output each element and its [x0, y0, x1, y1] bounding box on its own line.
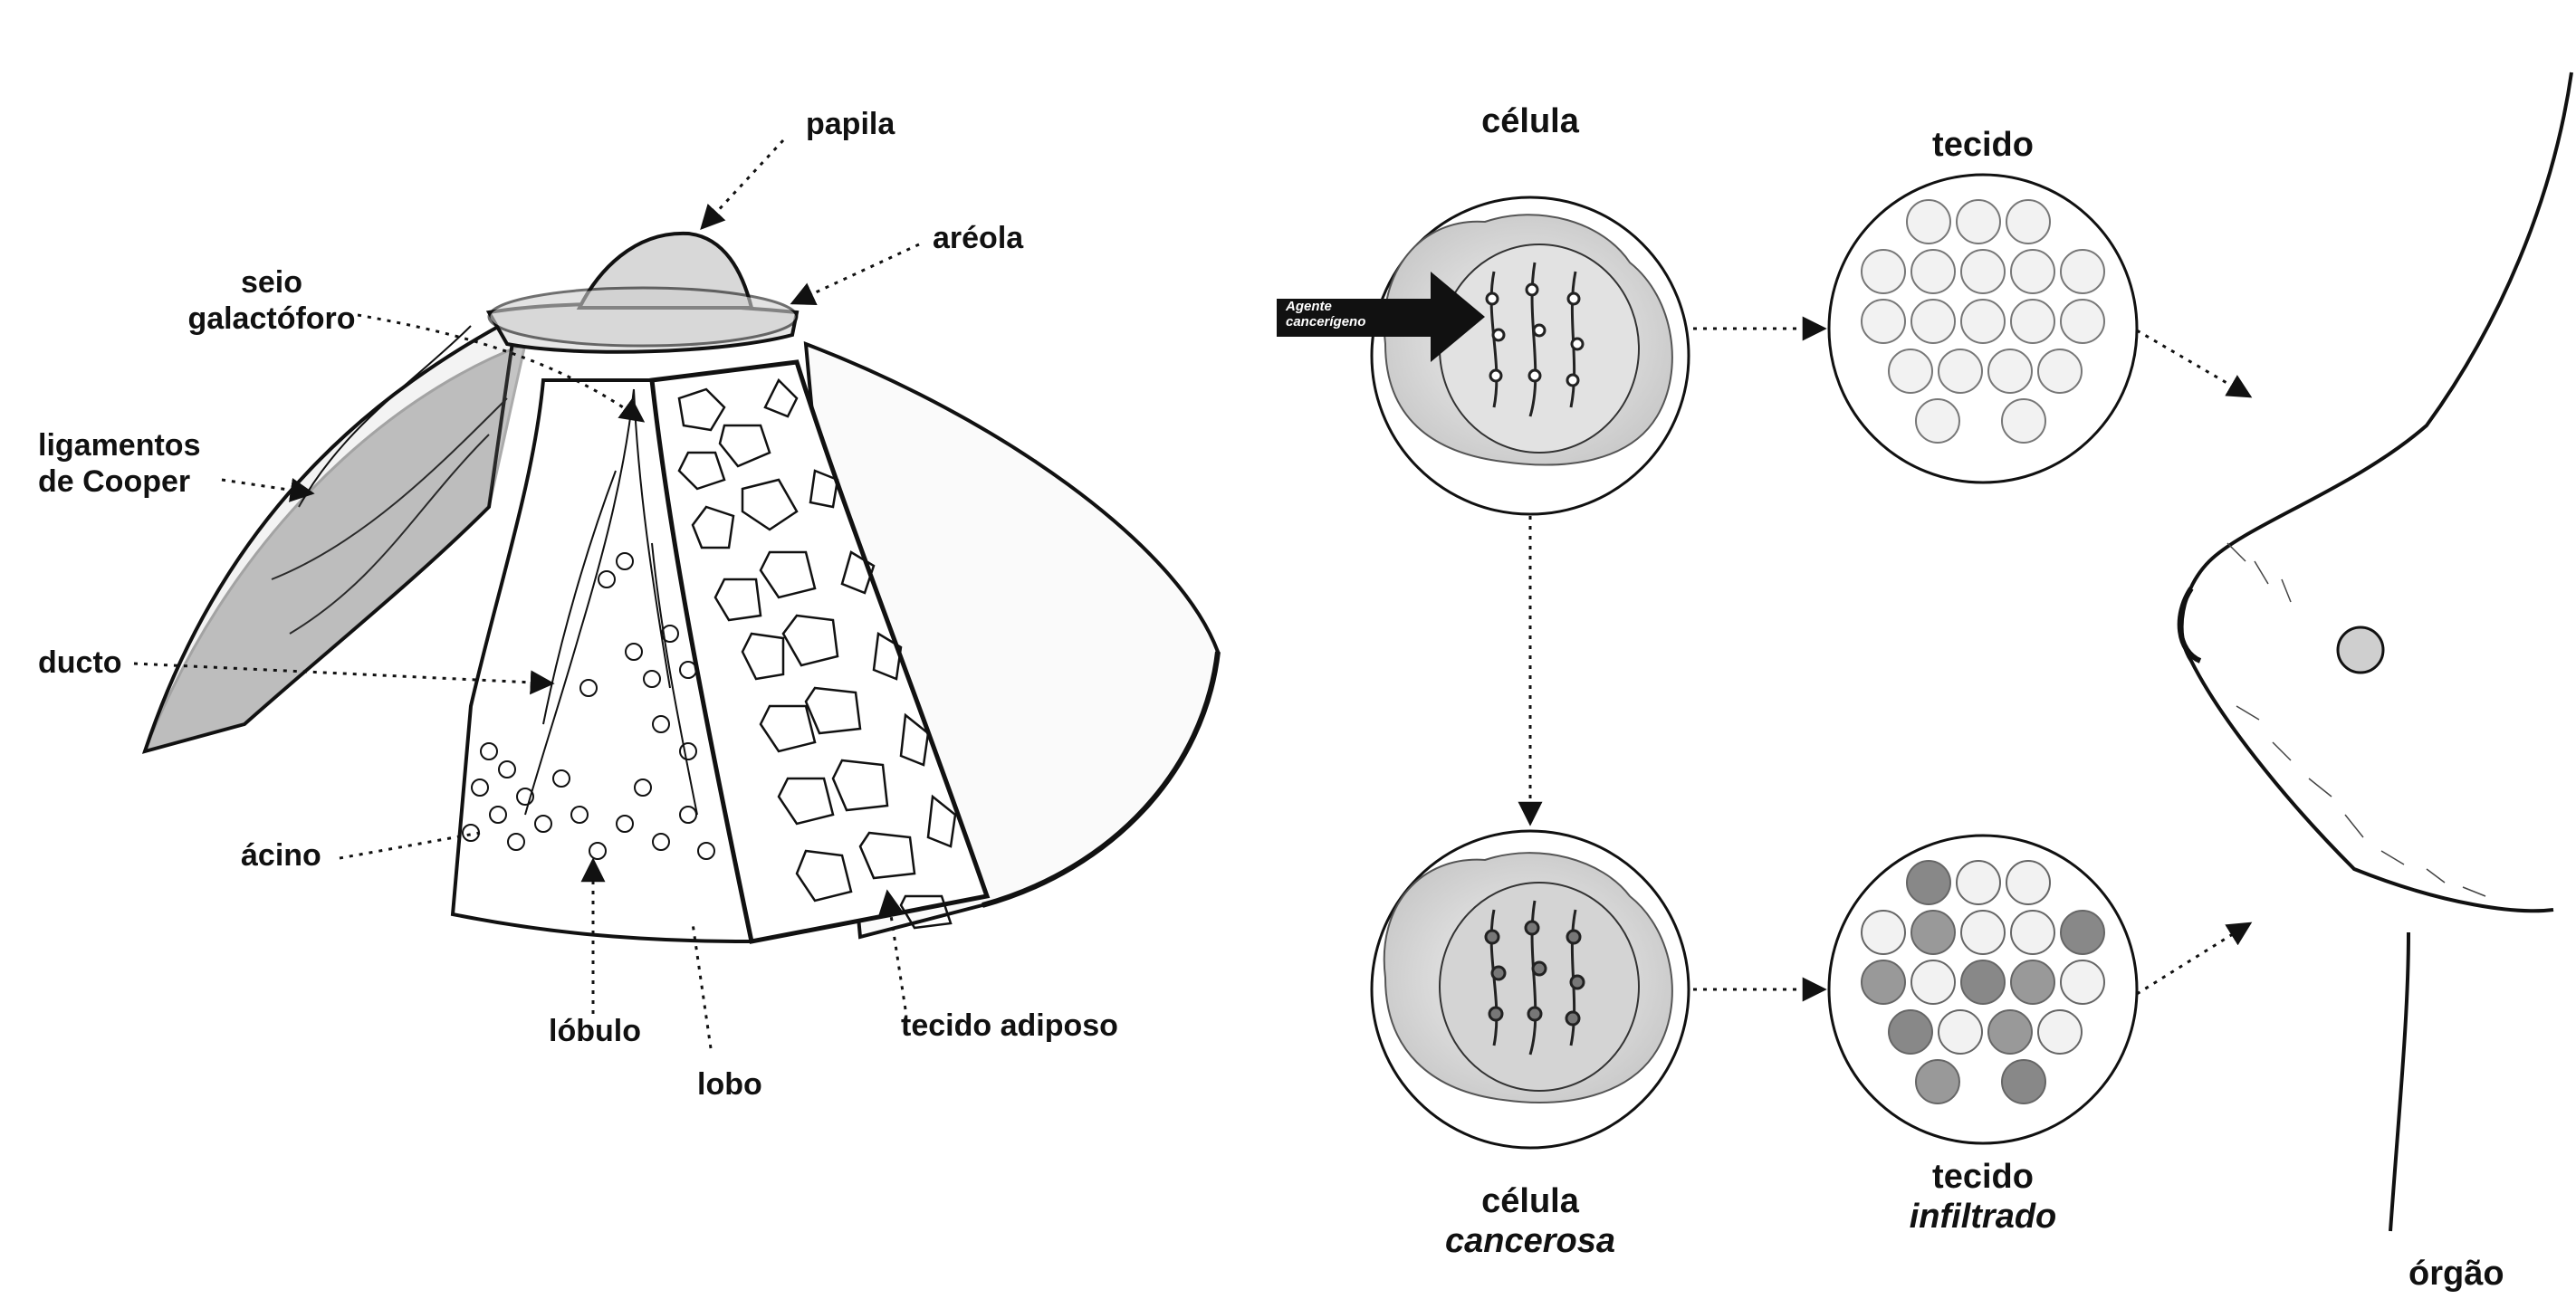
cancer-cell-circle	[1372, 831, 1689, 1148]
label-ducto: ducto	[38, 645, 122, 681]
tissue-circle	[1829, 175, 2137, 482]
label-agente-cancerigeno: Agente cancerígeno	[1286, 299, 1412, 330]
breast-anatomy-drawing	[145, 234, 1218, 941]
label-agente-line2: cancerígeno	[1286, 314, 1412, 330]
label-areola: aréola	[933, 220, 1023, 256]
label-ligamentos-de-cooper: ligamentos de Cooper	[38, 427, 200, 500]
label-seio-line2: galactóforo	[154, 301, 389, 337]
label-lobulo: lóbulo	[549, 1013, 641, 1049]
label-seio-galactoforo: seio galactóforo	[154, 264, 389, 337]
label-tecido-infiltrado-line1: tecido	[1847, 1157, 2119, 1197]
label-tecido-infiltrado-line2: infiltrado	[1847, 1197, 2119, 1237]
label-tecido: tecido	[1892, 125, 2073, 165]
label-agente-line1: Agente	[1286, 299, 1412, 314]
organ-profile-drawing	[2180, 72, 2571, 1231]
label-tecido-infiltrado: tecido infiltrado	[1847, 1157, 2119, 1237]
label-celula: célula	[1440, 101, 1621, 141]
label-papila: papila	[806, 106, 895, 142]
label-celula-cancerosa: célula cancerosa	[1394, 1181, 1666, 1261]
label-tecido-adiposo: tecido adiposo	[901, 1008, 1118, 1044]
label-lobo: lobo	[697, 1066, 762, 1103]
label-celula-cancerosa-line2: cancerosa	[1394, 1221, 1666, 1261]
label-seio-line1: seio	[154, 264, 389, 301]
label-celula-cancerosa-line1: célula	[1394, 1181, 1666, 1221]
label-acino: ácino	[241, 837, 321, 874]
infiltrated-tissue-circle	[1829, 836, 2137, 1143]
label-ligamentos-line1: ligamentos	[38, 427, 200, 463]
cell-circle	[1372, 197, 1689, 514]
label-orgao: órgão	[2408, 1254, 2504, 1294]
label-ligamentos-line2: de Cooper	[38, 463, 200, 500]
